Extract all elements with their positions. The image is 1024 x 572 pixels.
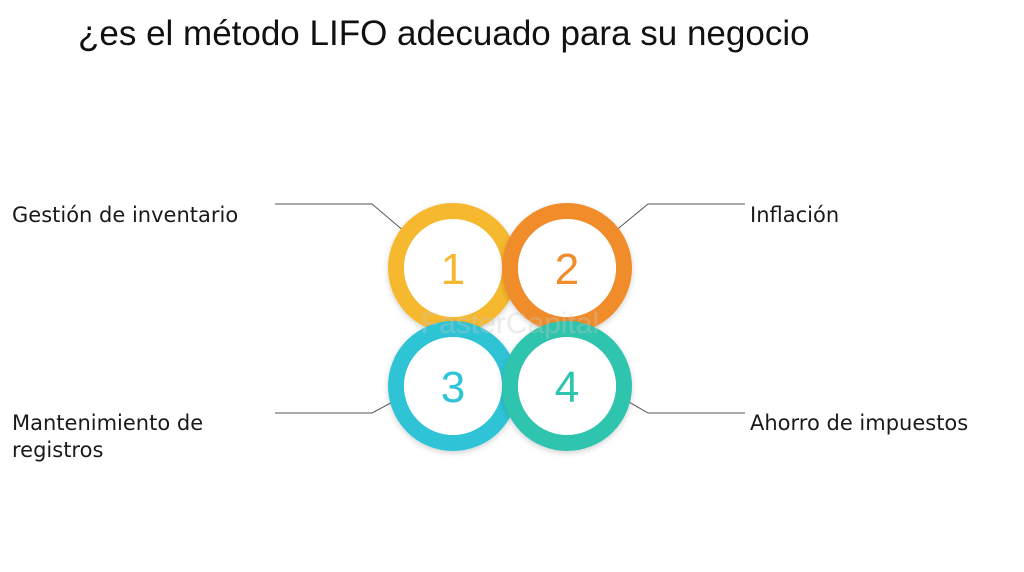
- number-4: 4: [555, 363, 579, 412]
- circle-4: [502, 321, 632, 451]
- ring-4: [502, 321, 632, 451]
- label-gestion-inventario: Gestión de inventario: [12, 203, 239, 227]
- label-inflacion: Inflación: [750, 203, 840, 227]
- page-title: ¿es el método LIFO adecuado para su nego…: [78, 14, 810, 53]
- connector-line-1: [275, 203, 406, 233]
- connector-line-3: [275, 397, 401, 414]
- number-2: 2: [555, 245, 579, 294]
- label-ahorro-impuestos: Ahorro de impuestos: [750, 411, 969, 435]
- watermark: FasterCapital: [421, 307, 599, 340]
- label-mantenimiento-registros: Mantenimiento de registros: [12, 411, 204, 462]
- number-3: 3: [441, 363, 465, 412]
- number-1: 1: [441, 245, 465, 294]
- connector-line-2: [613, 203, 745, 233]
- connector-line-4: [621, 397, 745, 414]
